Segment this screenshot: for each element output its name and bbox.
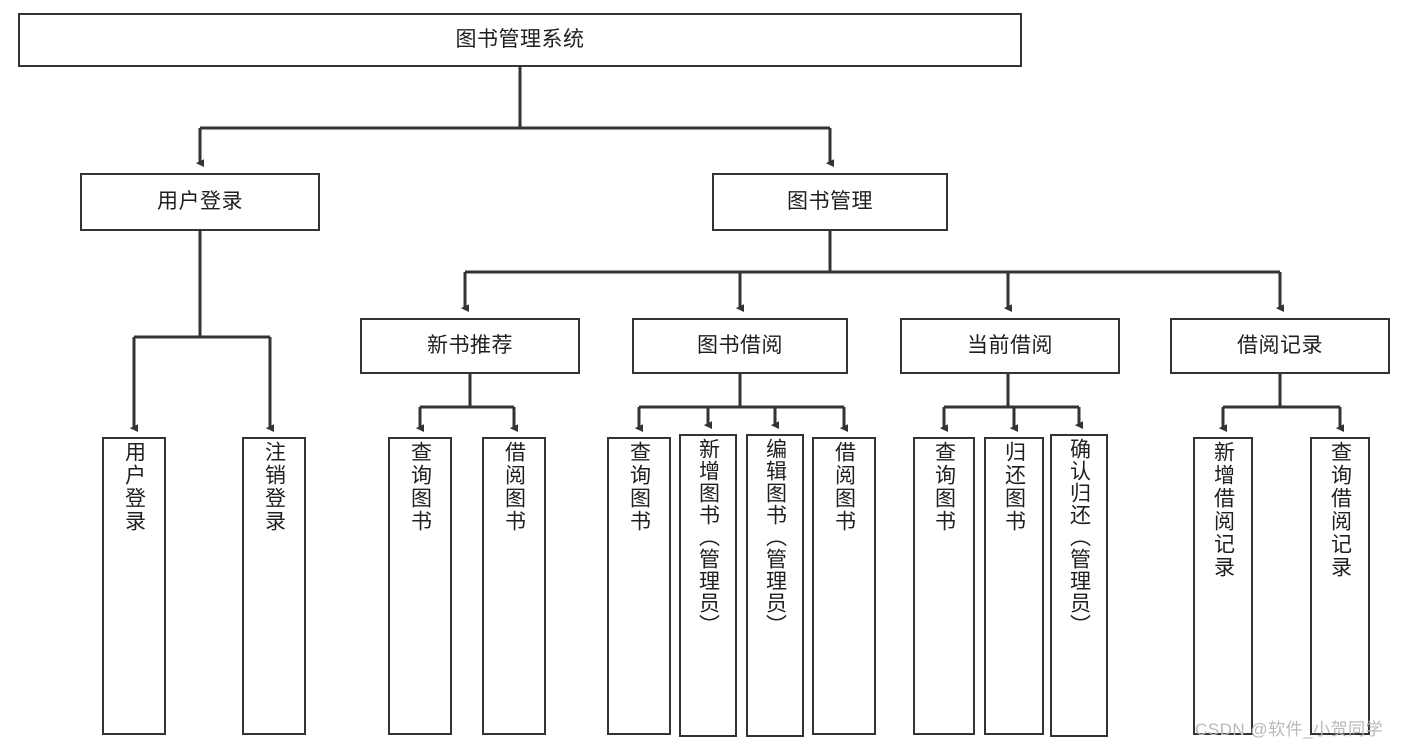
node-leaf-add-book-admin[interactable]: 新增图书（管理员） [679, 434, 737, 737]
node-leaf-return-book-label: 归还图书 [1002, 441, 1026, 533]
node-leaf-edit-book-admin[interactable]: 编辑图书（管理员） [746, 434, 804, 737]
node-leaf-borrow-book-2-label: 借阅图书 [832, 441, 856, 533]
node-leaf-query-book-2[interactable]: 查询图书 [607, 437, 671, 735]
node-current-borrow[interactable]: 当前借阅 [900, 318, 1120, 374]
node-book-borrow-label: 图书借阅 [697, 333, 783, 357]
node-user-login-label: 用户登录 [157, 189, 243, 213]
node-leaf-edit-book-admin-label: 编辑图书（管理员） [763, 438, 787, 636]
node-leaf-add-borrow-record-label: 新增借阅记录 [1211, 441, 1235, 579]
node-root[interactable]: 图书管理系统 [18, 13, 1022, 67]
node-leaf-user-login-label: 用户登录 [122, 441, 146, 533]
node-leaf-borrow-book-2[interactable]: 借阅图书 [812, 437, 876, 735]
node-leaf-query-book-1-label: 查询图书 [408, 441, 432, 533]
node-new-book-recommend-label: 新书推荐 [427, 333, 513, 357]
node-current-borrow-label: 当前借阅 [967, 333, 1053, 357]
node-leaf-query-borrow-record[interactable]: 查询借阅记录 [1310, 437, 1370, 735]
node-leaf-query-book-3-label: 查询图书 [932, 441, 956, 533]
node-leaf-query-book-2-label: 查询图书 [627, 441, 651, 533]
node-leaf-confirm-return-label: 确认归还（管理员） [1067, 438, 1091, 636]
node-leaf-borrow-book-1[interactable]: 借阅图书 [482, 437, 546, 735]
node-root-label: 图书管理系统 [455, 27, 585, 51]
node-leaf-query-book-3[interactable]: 查询图书 [913, 437, 975, 735]
node-leaf-return-book[interactable]: 归还图书 [984, 437, 1044, 735]
node-book-borrow[interactable]: 图书借阅 [632, 318, 848, 374]
node-leaf-add-borrow-record[interactable]: 新增借阅记录 [1193, 437, 1253, 735]
node-leaf-query-borrow-record-label: 查询借阅记录 [1328, 441, 1352, 579]
node-leaf-user-logout[interactable]: 注销登录 [242, 437, 306, 735]
node-borrow-record-label: 借阅记录 [1237, 333, 1323, 357]
node-leaf-confirm-return[interactable]: 确认归还（管理员） [1050, 434, 1108, 737]
node-leaf-user-logout-label: 注销登录 [262, 441, 286, 533]
node-user-login[interactable]: 用户登录 [80, 173, 320, 231]
node-leaf-borrow-book-1-label: 借阅图书 [502, 441, 526, 533]
node-book-manage-label: 图书管理 [787, 189, 873, 213]
node-book-manage[interactable]: 图书管理 [712, 173, 948, 231]
node-leaf-query-book-1[interactable]: 查询图书 [388, 437, 452, 735]
node-leaf-user-login[interactable]: 用户登录 [102, 437, 166, 735]
node-new-book-recommend[interactable]: 新书推荐 [360, 318, 580, 374]
watermark: CSDN @软件_小贺同学 [1195, 720, 1384, 739]
node-borrow-record[interactable]: 借阅记录 [1170, 318, 1390, 374]
node-leaf-add-book-admin-label: 新增图书（管理员） [696, 438, 720, 636]
